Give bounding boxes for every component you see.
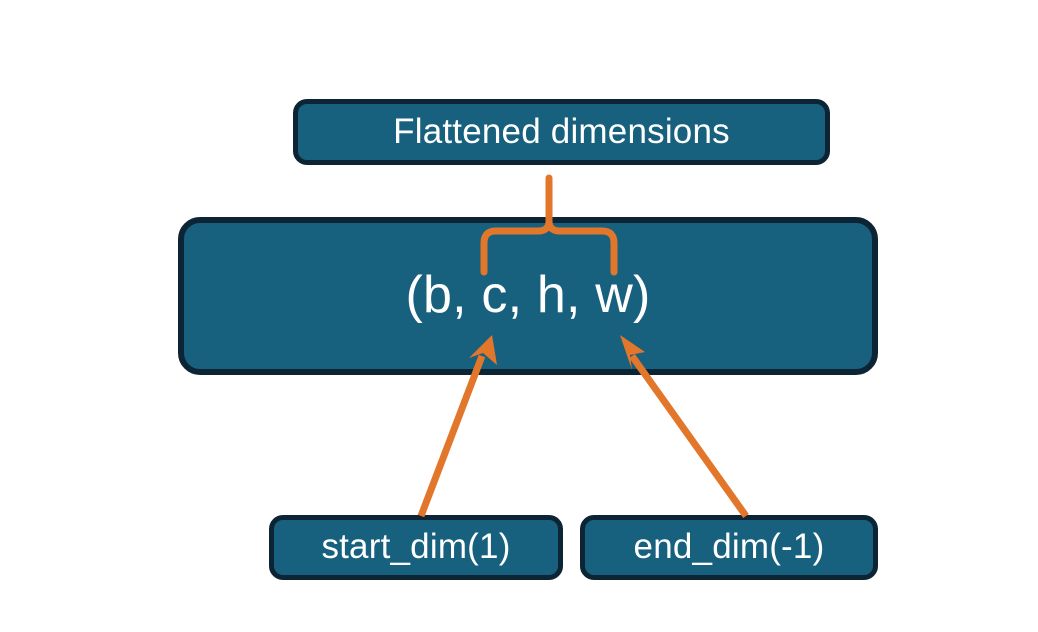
tensor-shape-box[interactable]: (b, c, h, w) — [178, 217, 878, 375]
flattened-dimensions-label: Flattened dimensions — [393, 111, 730, 151]
tensor-shape-label: (b, c, h, w) — [405, 266, 651, 325]
flattened-dimensions-box[interactable]: Flattened dimensions — [293, 99, 830, 165]
end-dim-box[interactable]: end_dim(-1) — [580, 515, 878, 580]
start-dim-label: start_dim(1) — [321, 527, 511, 567]
start-dim-box[interactable]: start_dim(1) — [269, 515, 563, 580]
end-dim-label: end_dim(-1) — [633, 527, 825, 567]
